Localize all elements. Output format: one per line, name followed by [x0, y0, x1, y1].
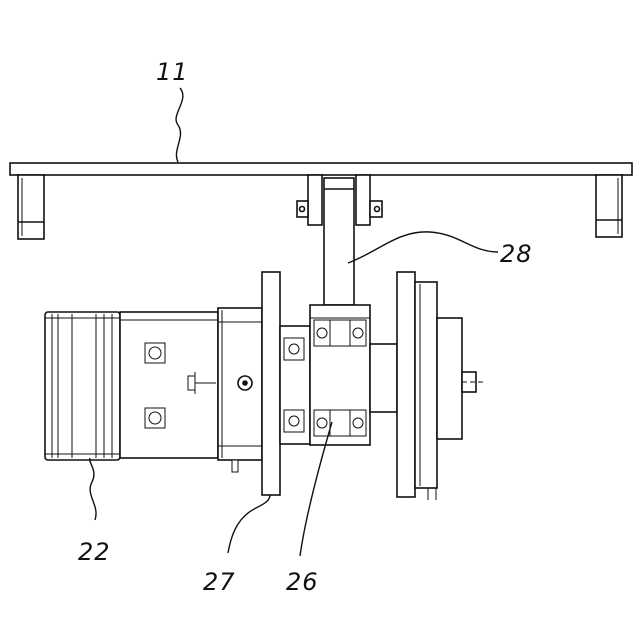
numeral-bearing-housing: 26	[286, 568, 319, 596]
motor-terminal-block	[188, 376, 195, 390]
numeral-support-arm: 28	[500, 240, 533, 268]
bearing-housing	[310, 305, 370, 445]
bracket-left-bolt-hole	[300, 207, 305, 212]
support-arm	[324, 178, 354, 305]
motor-body	[120, 312, 218, 458]
flange-plate	[262, 272, 280, 495]
collar-upper-bearing-ball	[289, 344, 299, 354]
support-arm-body	[324, 178, 354, 305]
flange-plate-body	[262, 272, 280, 495]
lower-bearing-left-ball	[317, 418, 327, 428]
collar-lower-bearing-ball	[289, 416, 299, 426]
numeral-motor: 22	[78, 538, 111, 566]
upper-bearing-left-ball	[317, 328, 327, 338]
numeral-flange-plate: 27	[203, 568, 236, 596]
drive-disc-plate	[397, 272, 415, 497]
motor	[45, 308, 262, 472]
drive-disc-hub	[415, 282, 437, 488]
motor-lower-bolt	[149, 412, 161, 424]
collar	[280, 326, 310, 444]
motor-upper-bolt	[149, 347, 161, 359]
output-shaft	[370, 344, 397, 412]
bracket-right-bolt-hole	[375, 207, 380, 212]
drive-disc-boss	[437, 318, 462, 439]
upper-bearing-right-ball	[353, 328, 363, 338]
output-shaft-body	[370, 344, 397, 412]
bracket-right-cheek	[356, 175, 370, 225]
motor-end-cap	[45, 312, 120, 460]
lower-bearing-right-ball	[353, 418, 363, 428]
numeral-base-plate: 11	[156, 58, 189, 86]
right-foot	[596, 175, 622, 237]
motor-shaft-center	[243, 381, 247, 385]
base-plate	[10, 163, 632, 175]
base-plate-body	[10, 163, 632, 175]
left-foot	[18, 175, 44, 239]
bracket-left-cheek	[308, 175, 322, 225]
motor-bottom-tab	[232, 460, 238, 472]
